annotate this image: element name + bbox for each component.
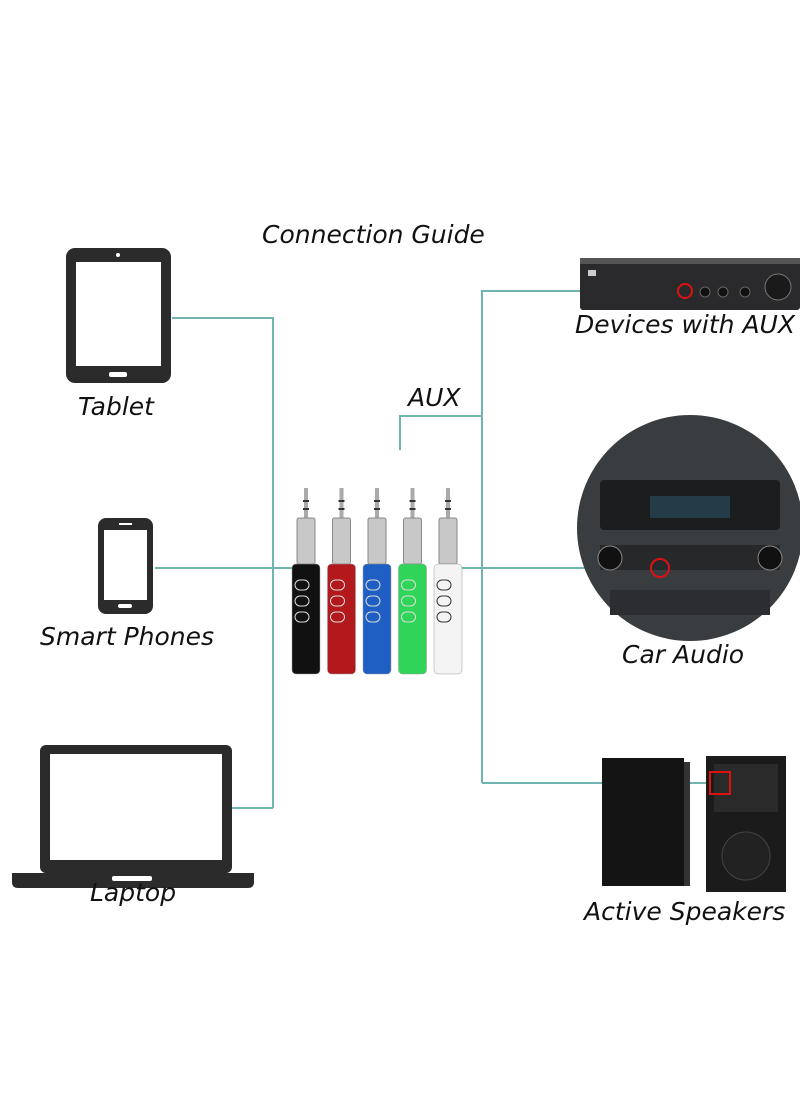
laptop-label: Laptop	[90, 878, 177, 907]
connector-lines	[155, 290, 715, 809]
tablet-line	[172, 317, 274, 808]
laptop-icon	[12, 745, 254, 888]
bluetooth-adapter	[398, 488, 427, 675]
smartphones-label: Smart Phones	[40, 622, 215, 651]
car-audio-label: Car Audio	[622, 640, 745, 669]
bluetooth-adapter	[433, 488, 463, 675]
bluetooth-adapter	[291, 488, 321, 675]
devices-with-aux-label: Devices with AUX	[575, 310, 795, 339]
amp-line	[481, 290, 600, 783]
car-dashboard-image	[577, 415, 800, 641]
aux-line	[399, 415, 482, 450]
speakers-image	[602, 756, 786, 892]
aux-label: AUX	[408, 383, 461, 412]
adapters	[291, 488, 463, 675]
diagram-title: Connection Guide	[262, 220, 485, 249]
tablet-label: Tablet	[78, 392, 154, 421]
bluetooth-adapter	[327, 488, 356, 675]
amplifier-image	[580, 258, 800, 310]
bluetooth-adapter	[362, 488, 392, 675]
active-speakers-label: Active Speakers	[584, 897, 786, 926]
tablet-icon	[66, 248, 171, 383]
smartphone-icon	[98, 518, 153, 614]
